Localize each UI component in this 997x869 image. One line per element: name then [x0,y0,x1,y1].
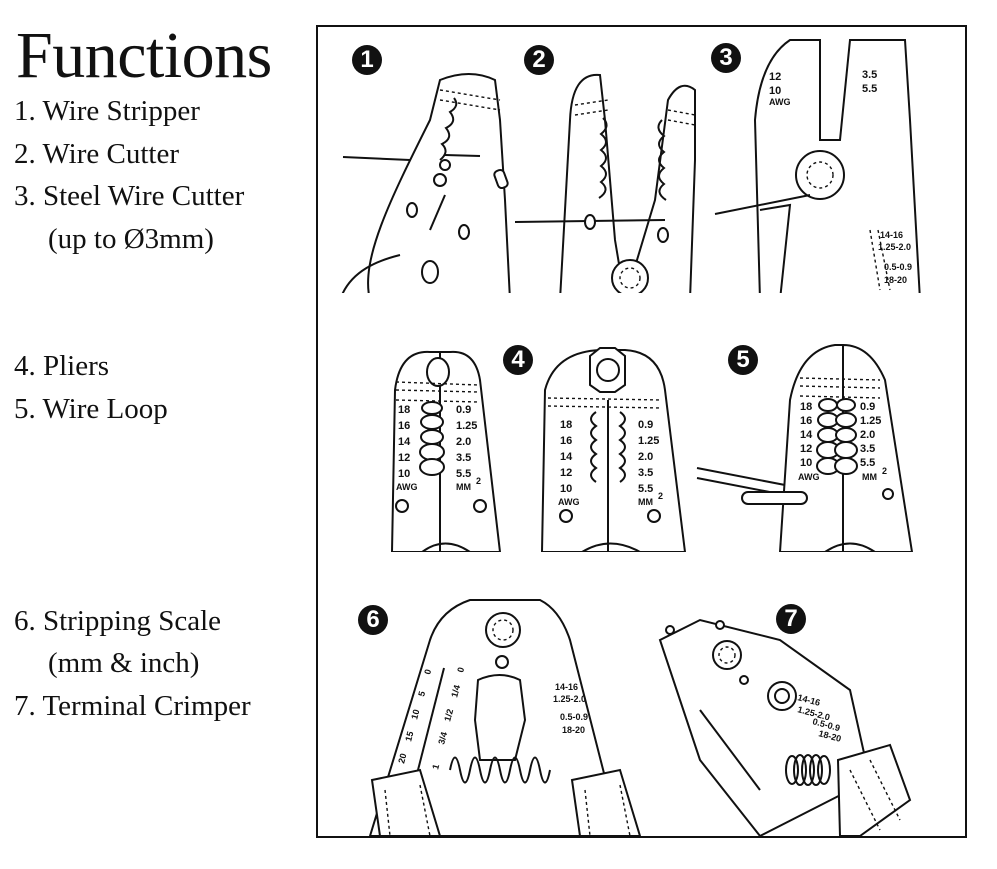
mm2-label: 3.5 [638,467,653,479]
awg-label: 18 [560,419,572,431]
mm2-label: 2.0 [456,436,471,448]
panel-number-4: 4 [503,345,533,375]
function-item-steel-wire-cutter: 3. Steel Wire Cutter [14,180,245,212]
awg-unit-label: AWG [558,497,580,507]
function-item-wire-cutter: 2. Wire Cutter [14,138,180,170]
illustration-pliers: 18 16 14 12 10 AWG 0.9 1.25 2.0 3.5 5.5 … [390,347,687,552]
awg-label: 18 [800,401,812,413]
awg-label: 10 [560,483,572,495]
mm2-unit-label: MM [638,497,653,507]
awg-label: 14 [800,429,813,441]
scale-mm-label: 20 [396,752,408,764]
panel-number-1: 1 [352,45,382,75]
awg-scale: 18 16 14 12 10 AWG [396,404,418,492]
crimp-label: 1.25-2.0 [553,694,586,704]
function-item-stripping-scale: 6. Stripping Scale [14,605,222,637]
mm2-label: 0.9 [860,401,875,413]
scale-mm-label: 5 [416,690,427,697]
panel-number-2: 2 [524,45,554,75]
scale-inch-label: 1/2 [442,708,455,723]
mm2-exponent: 2 [658,491,663,501]
panel-number-5: 5 [728,345,758,375]
illustration-wire-stripper [341,73,511,293]
mm2-unit-label: MM [456,482,471,492]
panel-number-6: 6 [358,605,388,635]
awg-label: 16 [560,435,572,447]
mm2-unit-label: MM [862,472,877,482]
crimp-label: 1.25-2.0 [878,242,911,252]
illustration-wire-loop: 18 16 14 12 10 AWG 0.9 1.25 2.0 3.5 5.5 … [696,343,914,552]
function-item-pliers: 4. Pliers [14,350,110,382]
awg-label: 16 [800,415,812,427]
scale-inch-label: 0 [455,666,466,673]
mm2-label: 5.5 [456,468,471,480]
scale-inch-label: 1 [430,763,441,770]
panel-number-3: 3 [711,43,741,73]
awg-label: 12 [769,71,781,83]
awg-label: 12 [398,452,410,464]
scale-inch-label: 3/4 [436,731,449,746]
mm2-label: 1.25 [860,415,881,427]
scale-mm-label: 15 [403,730,415,742]
mm2-label: 5.5 [862,83,877,95]
awg-label: 14 [398,436,411,448]
awg-label: 18 [398,404,410,416]
inch-scale: 0 1/4 1/2 3/4 1 [430,666,466,770]
illustration-wire-cutter [514,73,696,293]
awg-unit-label: AWG [798,472,820,482]
awg-label: 10 [769,85,781,97]
mm2-label: 5.5 [638,483,653,495]
mm2-label: 3.5 [860,443,875,455]
awg-label: 14 [560,451,573,463]
mm2-label: 3.5 [862,69,877,81]
function-note-steel-wire-cutter: (up to Ø3mm) [48,223,214,255]
illustration-frame [316,25,967,838]
awg-label: 10 [398,468,410,480]
mm2-label: 0.9 [638,419,653,431]
awg-unit-label: AWG [769,97,791,107]
scale-mm-label: 10 [409,708,421,720]
awg-label: 12 [800,443,812,455]
scale-inch-label: 1/4 [449,684,462,699]
crimp-label: 0.5-0.9 [560,712,588,722]
panel-number-7: 7 [776,604,806,634]
crimp-label: 0.5-0.9 [884,262,912,272]
crimp-label: 14-16 [555,682,578,692]
page-title: Functions [16,19,272,92]
mm2-label: 5.5 [860,457,875,469]
crimp-label: 18-20 [884,275,907,285]
illustration-steel-wire-cutter: 12 10 AWG 3.5 5.5 14-16 1.25-2.0 0.5-0.9… [714,39,921,293]
mm2-label: 1.25 [638,435,659,447]
mm2-label: 1.25 [456,420,477,432]
function-item-terminal-crimper: 7. Terminal Crimper [14,690,251,722]
mm2-scale: 0.9 1.25 2.0 3.5 5.5 MM 2 [456,404,481,492]
mm2-label: 3.5 [456,452,471,464]
crimp-label: 18-20 [562,725,585,735]
mm2-label: 2.0 [638,451,653,463]
illustration-terminal-crimper: 14-16 1.25-2.0 0.5-0.9 18-20 [658,618,912,836]
scale-mm-label: 0 [422,668,433,675]
awg-label: 16 [398,420,410,432]
mm2-label: 0.9 [456,404,471,416]
mm2-exponent: 2 [476,476,481,486]
illustration-stripping-scale: 0 5 10 15 20 25 0 1/4 1/2 3/4 1 14-16 1.… [368,599,642,836]
function-item-wire-stripper: 1. Wire Stripper [14,95,200,127]
mm2-label: 2.0 [860,429,875,441]
awg-label: 10 [800,457,812,469]
function-item-wire-loop: 5. Wire Loop [14,393,168,425]
mm2-exponent: 2 [882,466,887,476]
awg-label: 12 [560,467,572,479]
crimp-label: 14-16 [880,230,903,240]
function-note-stripping-scale: (mm & inch) [48,647,200,679]
awg-unit-label: AWG [396,482,418,492]
